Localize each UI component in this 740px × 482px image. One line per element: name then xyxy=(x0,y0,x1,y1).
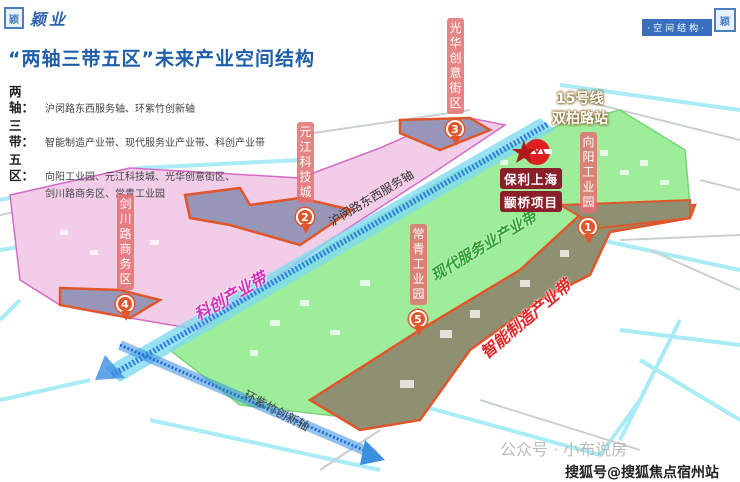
legend-zones: 五区：向阳工业园、元江科技城、光华创意街区、 xyxy=(9,152,235,183)
project-star-icon xyxy=(512,140,536,163)
zone-4-area xyxy=(58,286,164,320)
ring-axis-band xyxy=(118,340,377,460)
zone-1-pin[interactable]: 1 xyxy=(579,218,597,244)
project-line1: 保利上海 xyxy=(500,168,563,189)
legend-axes: 两轴：沪闵路东西服务轴、环紫竹创新轴 xyxy=(9,84,195,115)
zone-4-label: 剑川路商务区 xyxy=(117,194,134,290)
legend-zones-cont: 剑川路商务区、常青工业园 xyxy=(45,189,165,200)
zone-4-pin[interactable]: 4 xyxy=(116,295,134,321)
project-label: 保利上海 颛桥项目 xyxy=(500,168,563,214)
metro-station-label: 双柏路站 xyxy=(552,111,608,127)
axis-arrow-left xyxy=(95,355,125,380)
zone-3-label: 光华创意街区 xyxy=(447,18,464,114)
manufacturing-belt-area xyxy=(307,203,697,432)
wechat-watermark: 公众号 · 小布说房 xyxy=(500,440,628,459)
page-title: “两轴三带五区”未来产业空间结构 xyxy=(8,48,315,70)
sohu-watermark: 搜狐号@搜狐焦点宿州站 xyxy=(565,465,719,481)
zone-3-pin[interactable]: 3 xyxy=(446,120,464,146)
badge-logo-mark: 颖 xyxy=(714,8,736,32)
zone-1-label: 向阳工业园 xyxy=(580,132,597,213)
brand-logo: 颖 颖业 xyxy=(4,6,68,30)
ring-arrow-right xyxy=(360,440,385,465)
project-line2: 颛桥项目 xyxy=(500,191,563,212)
logo-mark: 颖 xyxy=(4,7,24,29)
legend: 两轴：沪闵路东西服务轴、环紫竹创新轴 三带：智能制造产业带、现代服务业产业带、科… xyxy=(9,84,265,203)
metro-line-label: 15号线 xyxy=(556,91,604,107)
logo-text: 颖业 xyxy=(30,10,69,29)
rivers xyxy=(0,83,740,472)
zone-2-pin[interactable]: 2 xyxy=(296,208,314,234)
legend-belts: 三带：智能制造产业带、现代服务业产业带、科创产业带 xyxy=(9,118,265,149)
zone-5-pin[interactable]: 5 xyxy=(409,310,427,336)
zone-3-area xyxy=(398,116,493,152)
section-badge: ·空间结构· xyxy=(642,19,712,36)
zone-5-label: 常青工业园 xyxy=(410,224,427,305)
zone-2-label: 元江科技城 xyxy=(297,122,314,203)
buildings xyxy=(60,150,669,388)
